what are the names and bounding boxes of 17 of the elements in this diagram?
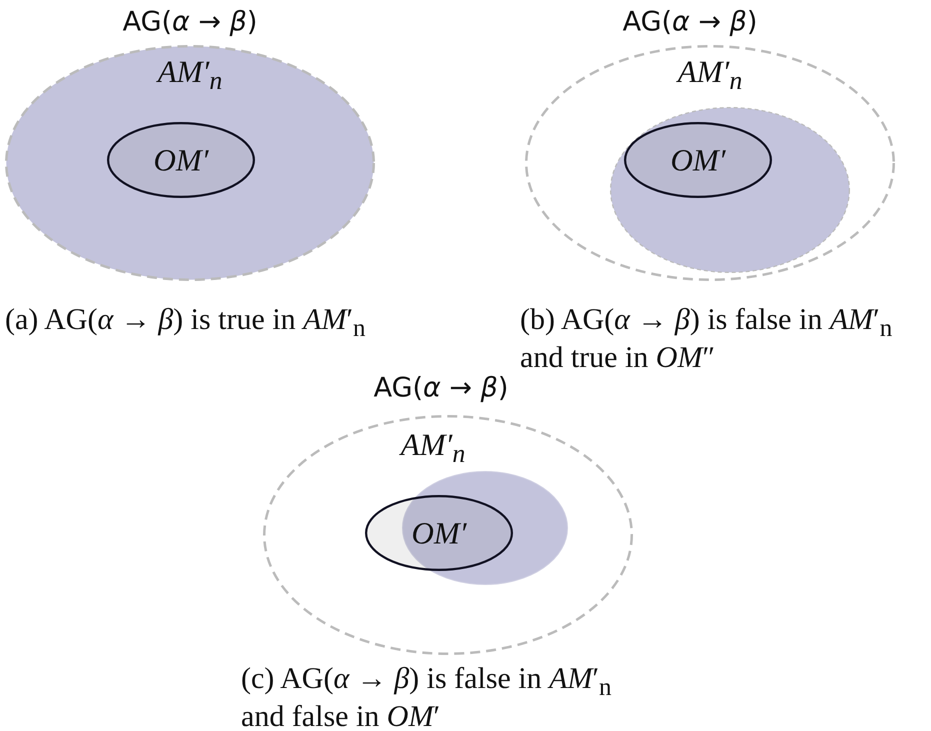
set-ellipse xyxy=(107,122,255,198)
set-ellipse xyxy=(624,122,772,198)
set-label: AM′$_{n}$ xyxy=(678,56,742,94)
set-ellipse xyxy=(365,495,513,571)
set-label: OM′ xyxy=(154,144,208,176)
subfigure-caption: (b) AG(α → β) is false in AM′$_{n}$ and true in OM″ xyxy=(520,305,894,372)
formula-heading: AG(α → β) xyxy=(374,374,508,402)
subfigure-caption: (a) AG(α → β) is true in AM′$_{n}$ xyxy=(5,305,367,343)
ellipse-region xyxy=(610,107,850,273)
set-label: OM′ xyxy=(412,518,466,548)
subfigure-caption: (c) AG(α → β) is false in AM′$_{n}$ and false in OM′ xyxy=(241,664,613,731)
set-label: OM′ xyxy=(670,144,726,176)
formula-heading: AG(α → β) xyxy=(122,8,258,36)
formula-heading: AG(α → β) xyxy=(622,8,758,36)
ellipse-region xyxy=(402,471,568,585)
set-label: AM′$_{n}$ xyxy=(158,56,222,94)
set-label: AM′$_{n}$ xyxy=(400,429,466,467)
